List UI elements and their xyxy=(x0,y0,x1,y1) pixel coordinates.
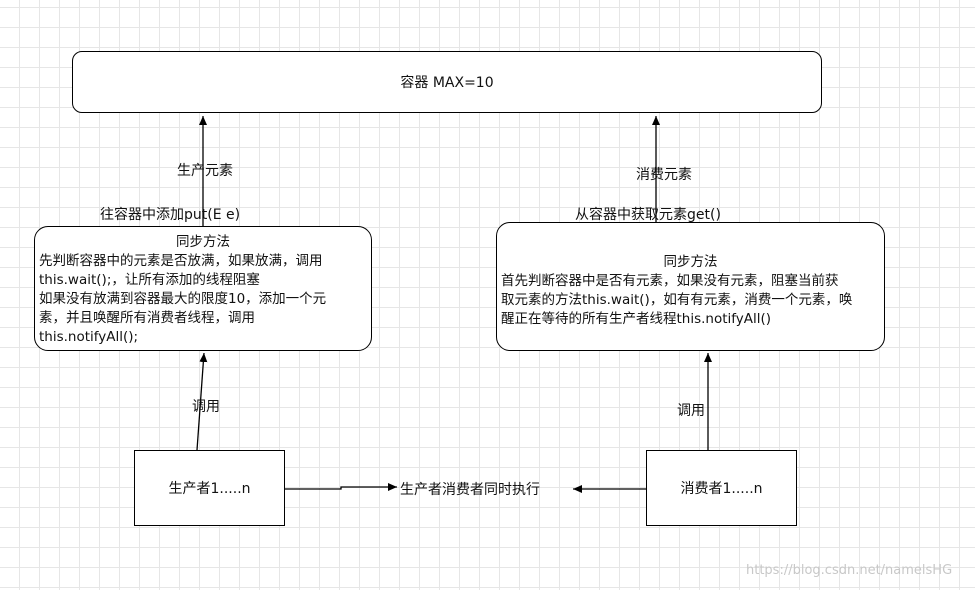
consumer-box: 消费者1.....n xyxy=(646,450,797,526)
consume-element-label: 消费元素 xyxy=(636,167,692,183)
consumer-label: 消费者1.....n xyxy=(680,481,763,497)
consumer-sync-line: 取元素的方法this.wait()，如有有元素，消费一个元素，唤 xyxy=(501,292,853,308)
consumer-sync-line: 醒正在等待的所有生产者线程this.notifyAll() xyxy=(501,311,772,327)
concurrent-label: 生产者消费者同时执行 xyxy=(400,482,540,498)
producer-sync-line: 先判断容器中的元素是否放满，如果放满，调用 xyxy=(39,253,323,269)
produce-element-label: 生产元素 xyxy=(177,163,233,179)
producer-sync-title: 同步方法 xyxy=(176,234,230,250)
producer-sync-line: 素，并且唤醒所有消费者线程，调用 xyxy=(39,310,255,326)
call-label-right: 调用 xyxy=(677,403,705,419)
container-label: 容器 MAX=10 xyxy=(400,75,494,91)
producer-box: 生产者1.....n xyxy=(134,450,285,526)
call-label-left: 调用 xyxy=(192,399,220,415)
container-box: 容器 MAX=10 xyxy=(72,51,822,113)
producer-sync-method-box: 同步方法 先判断容器中的元素是否放满，如果放满，调用 this.wait();，… xyxy=(34,226,372,351)
producer-label: 生产者1.....n xyxy=(168,481,251,497)
watermark: https://blog.csdn.net/namelsHG xyxy=(746,563,953,578)
arrow-producer-to-concurrent xyxy=(285,483,397,491)
producer-sync-line: 如果没有放满到容器最大的限度10，添加一个元 xyxy=(39,291,327,307)
put-method-label: 往容器中添加put(E e) xyxy=(100,207,241,223)
get-method-label: 从容器中获取元素get() xyxy=(575,207,721,223)
arrow-producer-call xyxy=(196,352,208,451)
producer-sync-line: this.wait();，让所有添加的线程阻塞 xyxy=(39,272,260,288)
consumer-sync-line: 首先判断容器中是否有元素，如果没有元素，阻塞当前获 xyxy=(501,273,839,289)
consumer-sync-method-box: 同步方法 首先判断容器中是否有元素，如果没有元素，阻塞当前获 取元素的方法thi… xyxy=(496,222,885,351)
consumer-sync-title: 同步方法 xyxy=(663,254,718,270)
producer-sync-line: this.notifyAll(); xyxy=(39,329,139,345)
